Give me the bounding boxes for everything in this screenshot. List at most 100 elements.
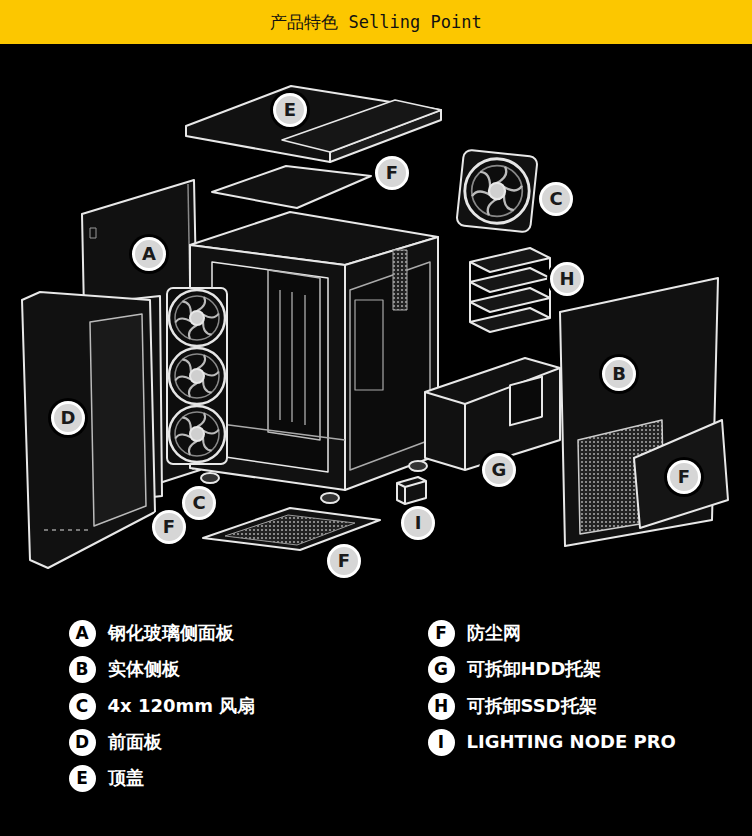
front-fans (169, 348, 225, 404)
ssd-cage (470, 248, 550, 272)
callout-letter: F (163, 518, 175, 536)
callout-badge: B (602, 357, 636, 391)
callout-letter: B (612, 365, 626, 383)
part-name: 可拆卸HDD托架 (467, 660, 602, 678)
ssd-cage (469, 262, 471, 322)
callout-letter: F (678, 468, 690, 486)
callout-letter: G (434, 661, 448, 678)
hdd-cage (464, 404, 466, 470)
part-name: 顶盖 (108, 769, 144, 787)
callout-badge: C (182, 486, 216, 520)
chassis (350, 262, 430, 470)
legend-badge: A钢化玻璃侧面板 (69, 620, 96, 647)
callout-badge: I (401, 506, 435, 540)
callout-letter: F (435, 625, 447, 642)
legend-badge: H可拆卸SSD托架 (428, 693, 455, 720)
top-fan (456, 149, 538, 232)
chassis (393, 250, 407, 310)
part-name: 实体侧板 (108, 660, 180, 678)
chassis (291, 292, 293, 422)
chassis (304, 295, 306, 425)
ssd-cage (470, 308, 550, 332)
legend-badge: F防尘网 (428, 620, 455, 647)
bottom-filter (203, 508, 380, 550)
lighting-node (397, 483, 405, 487)
ssd-cage (470, 248, 550, 332)
legend-badge: ILIGHTING NODE PRO (428, 729, 455, 756)
legend-badge: G可拆卸HDD托架 (428, 656, 455, 683)
lighting-node (397, 477, 426, 504)
bottom-filter (203, 508, 380, 550)
callout-letter: I (438, 734, 444, 751)
front-panel (22, 292, 155, 568)
callout-badge: C (539, 182, 573, 216)
top-fan (456, 149, 538, 232)
callout-badge: F (667, 460, 701, 494)
front-panel (22, 292, 155, 568)
callout-letter: C (192, 494, 205, 512)
callout-badge: H (550, 262, 584, 296)
front-fans (167, 288, 227, 464)
lighting-node (397, 477, 426, 504)
part-name: 前面板 (108, 733, 162, 751)
top-filter (212, 166, 371, 208)
part-name: 钢化玻璃侧面板 (108, 624, 234, 642)
chassis (279, 290, 281, 420)
callout-letter: C (549, 190, 562, 208)
chassis (212, 262, 328, 472)
hdd-cage (425, 392, 465, 404)
bottom-filter (225, 515, 355, 545)
callout-badge: E (273, 93, 307, 127)
front-fans (169, 406, 225, 462)
top-cover (186, 86, 441, 162)
legend-badge: E顶盖 (69, 765, 96, 792)
front-panel (90, 314, 146, 526)
callout-letter: H (434, 698, 448, 715)
front-panel (44, 529, 90, 531)
lighting-node (404, 487, 406, 504)
legend-badge: B实体侧板 (69, 656, 96, 683)
ssd-cage (470, 268, 550, 292)
callout-badge: A (132, 237, 166, 271)
callout-letter: B (76, 661, 89, 678)
callout-letter: A (142, 245, 156, 263)
lighting-node (405, 481, 426, 487)
front-fans (169, 290, 225, 346)
legend-badge: C4x 120mm 风扇 (69, 693, 96, 720)
callout-letter: F (338, 552, 350, 570)
page-title: 产品特色 Selling Point (0, 0, 752, 44)
ssd-cage (470, 288, 550, 312)
chassis (355, 300, 383, 390)
callout-letter: E (76, 770, 88, 787)
part-name: 防尘网 (467, 624, 521, 642)
part-name: 可拆卸SSD托架 (467, 697, 597, 715)
top-fan (465, 159, 529, 223)
glass-panel (90, 228, 96, 238)
parts (22, 86, 728, 568)
chassis (321, 493, 339, 503)
callout-letter: G (492, 461, 507, 479)
psu-filter (634, 420, 728, 528)
callout-letter: E (284, 101, 296, 119)
part-name: 4x 120mm 风扇 (108, 697, 256, 715)
front-fans (167, 288, 227, 464)
callout-letter: D (61, 409, 76, 427)
callout-letter: A (75, 625, 88, 642)
callout-letter: C (76, 698, 88, 715)
hdd-cage (510, 377, 542, 426)
legend-badge: D前面板 (69, 729, 96, 756)
callout-letter: I (415, 514, 422, 532)
callout-letter: F (386, 164, 398, 182)
chassis (201, 473, 219, 483)
part-name: LIGHTING NODE PRO (467, 733, 676, 751)
callout-badge: D (51, 401, 85, 435)
ssd-cage (549, 258, 551, 318)
callout-badge: F (327, 544, 361, 578)
callout-badge: F (152, 510, 186, 544)
callout-letter: H (559, 270, 574, 288)
top-cover (186, 86, 441, 162)
chassis (409, 461, 427, 471)
chassis (268, 270, 320, 440)
callout-badge: G (482, 453, 516, 487)
